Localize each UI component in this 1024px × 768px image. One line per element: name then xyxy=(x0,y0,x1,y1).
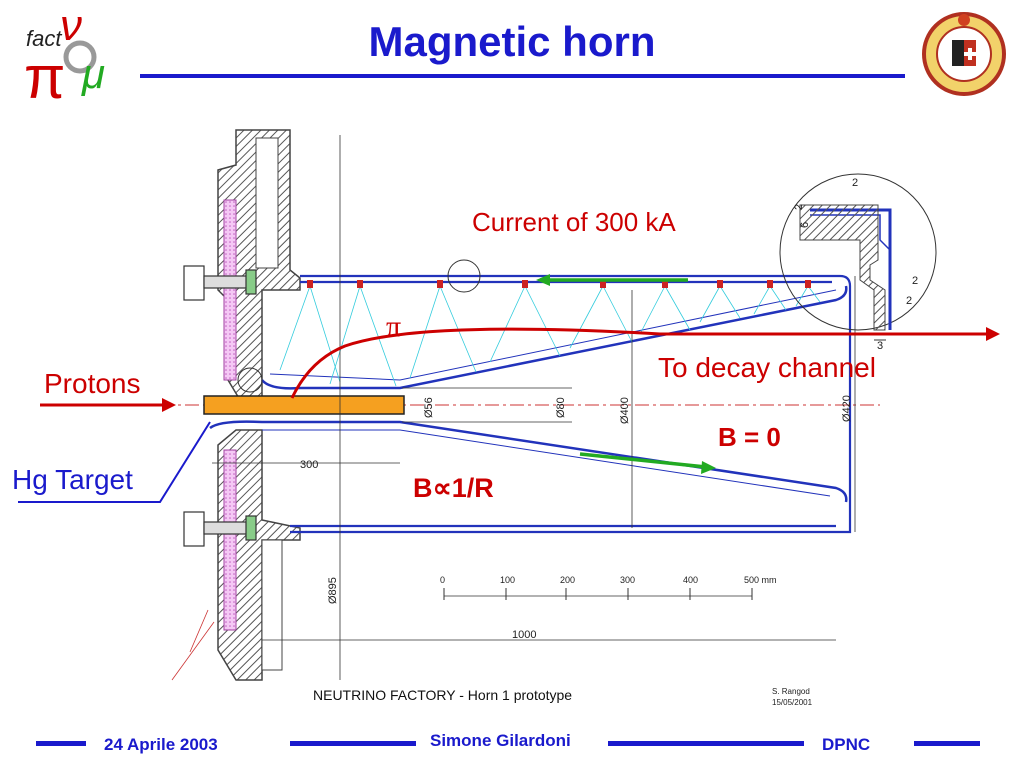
logo-nu-glyph: ν xyxy=(60,2,82,50)
svg-text:Ø895: Ø895 xyxy=(327,577,339,604)
page-title: Magnetic horn xyxy=(368,18,656,65)
detail-dimensions: 2 2 6 2 2 3 xyxy=(793,177,918,352)
svg-text:300: 300 xyxy=(620,575,635,585)
drawing-author: S. Rangod xyxy=(772,687,810,696)
svg-text:Ø420: Ø420 xyxy=(841,395,853,422)
b-prop-label: B∝1/R xyxy=(413,473,494,503)
svg-text:Ø400: Ø400 xyxy=(619,397,631,424)
svg-text:1000: 1000 xyxy=(512,629,536,641)
hg-target-bar xyxy=(203,395,405,415)
geneva-seal-logo xyxy=(918,8,1010,98)
logo-mu-glyph: μ xyxy=(81,50,105,97)
svg-text:2: 2 xyxy=(852,177,858,189)
svg-text:Ø80: Ø80 xyxy=(555,397,567,418)
pion-trajectory xyxy=(290,327,990,399)
footer-date: 24 Aprile 2003 xyxy=(104,735,218,754)
logo-pi-glyph: π xyxy=(24,44,65,102)
current-arrows xyxy=(536,274,716,474)
dimension-labels: 300 Ø56 Ø80 Ø400 Ø420 Ø895 1000 xyxy=(300,395,853,641)
to-decay-label: To decay channel xyxy=(658,352,876,383)
title-underline xyxy=(140,74,905,78)
footer-org: DPNC xyxy=(822,735,871,754)
svg-text:3: 3 xyxy=(877,340,883,352)
protons-label: Protons xyxy=(44,368,141,399)
pi-label: π xyxy=(386,310,402,343)
insulator-top xyxy=(223,199,237,381)
hg-target-label: Hg Target xyxy=(12,464,133,495)
svg-text:0: 0 xyxy=(440,575,445,585)
svg-text:500 mm: 500 mm xyxy=(744,575,777,585)
svg-text:2: 2 xyxy=(906,295,912,307)
logo-fact-text: fact xyxy=(26,26,62,51)
footer-bar-right xyxy=(914,741,980,746)
spray-nozzles xyxy=(307,280,811,288)
bolt-bottom xyxy=(183,511,257,547)
footer-bar-left xyxy=(36,741,86,746)
dimension-lines xyxy=(212,135,856,680)
logo-ring xyxy=(63,40,97,74)
svg-text:400: 400 xyxy=(683,575,698,585)
svg-text:100: 100 xyxy=(500,575,515,585)
inner-conductor-top xyxy=(261,285,848,390)
pion-arrowhead xyxy=(986,327,1000,341)
scale-ticks xyxy=(443,588,753,600)
insulator-bottom xyxy=(223,449,237,631)
drawing-date: 15/05/2001 xyxy=(772,698,813,707)
inner-conductor-bottom xyxy=(209,420,848,503)
svg-text:300: 300 xyxy=(300,459,318,471)
footer-bar-mid-left xyxy=(290,741,416,746)
bolt-top xyxy=(183,265,257,301)
drawing-caption: NEUTRINO FACTORY - Horn 1 prototype xyxy=(313,687,572,703)
horn-outer-conductor xyxy=(290,274,852,534)
current-label: Current of 300 kA xyxy=(472,207,676,237)
scale-labels: 0 100 200 300 400 500 mm xyxy=(440,575,777,585)
cooling-spray xyxy=(279,285,821,387)
footer-bar-mid-right xyxy=(608,741,804,746)
fact-logo: fact ν π μ xyxy=(20,1,130,111)
svg-text:2: 2 xyxy=(793,204,805,210)
detail-view xyxy=(779,173,937,341)
svg-text:6: 6 xyxy=(799,222,811,228)
hg-target-pointer xyxy=(18,421,211,503)
svg-text:2: 2 xyxy=(912,275,918,287)
footer-author: Simone Gilardoni xyxy=(430,731,571,750)
svg-text:Ø56: Ø56 xyxy=(423,397,435,418)
svg-text:200: 200 xyxy=(560,575,575,585)
b-zero-label: B = 0 xyxy=(718,422,781,452)
